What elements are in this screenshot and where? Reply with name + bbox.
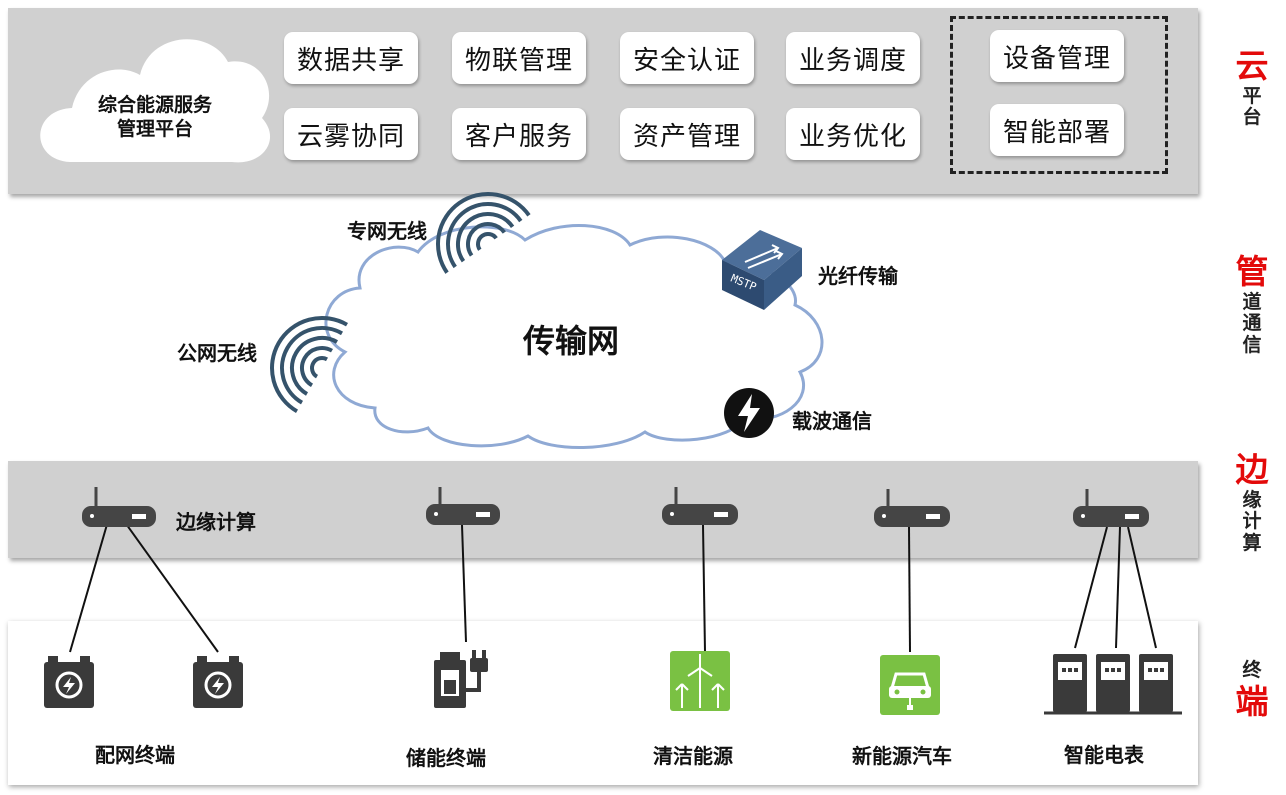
layer-pipe-char: 信 (1242, 334, 1262, 357)
service-device-management: 设备管理 (990, 30, 1124, 82)
layer-edge-label: 边 缘 计 算 (1232, 450, 1272, 555)
public-wireless-icon (270, 316, 348, 414)
terminal-storage-label: 储能终端 (406, 746, 486, 770)
meter-icon (1053, 654, 1087, 712)
router-icon (1073, 489, 1149, 527)
distribution-terminal-icon (193, 656, 243, 708)
platform-title-line2: 管理平台 (116, 117, 193, 140)
service-smart-deployment: 智能部署 (990, 104, 1124, 156)
terminal-distribution-label: 配网终端 (95, 743, 175, 767)
highlight-dashed-box (950, 16, 1168, 174)
carrier-lightning-icon (724, 388, 774, 438)
router-icon (82, 487, 156, 527)
storage-terminal-icon (434, 650, 488, 708)
carrier-label: 载波通信 (792, 409, 872, 433)
fiber-label: 光纤传输 (818, 264, 898, 288)
private-wireless-icon (436, 192, 531, 274)
private-wireless-label: 专网无线 (347, 219, 427, 243)
service-business-scheduling: 业务调度 (786, 32, 920, 84)
platform-title: 综合能源服务 管理平台 (70, 94, 240, 142)
platform-title-line1: 综合能源服务 (97, 94, 212, 116)
electric-car-icon (880, 655, 940, 715)
service-cloud-fog: 云雾协同 (284, 108, 418, 160)
service-business-optimization: 业务优化 (786, 108, 920, 160)
edge-computing-band (8, 461, 1198, 558)
layer-pipe-label: 管 道 通 信 (1232, 252, 1272, 357)
service-asset-management: 资产管理 (620, 108, 754, 160)
terminal-smart-meter-label: 智能电表 (1064, 743, 1144, 767)
layer-pipe-char: 通 (1242, 312, 1262, 335)
layer-terminal-big: 端 (1235, 681, 1269, 721)
mstp-switch-icon: MSTP (722, 230, 802, 310)
platform-cloud-shape (40, 39, 271, 163)
layer-cloud-label: 云 平 台 (1232, 46, 1272, 129)
terminal-ev-label: 新能源汽车 (852, 744, 952, 768)
layer-edge-char: 算 (1242, 532, 1262, 555)
router-icon (874, 489, 950, 527)
router-icon (426, 487, 500, 525)
connection-lines (69, 520, 1157, 653)
layer-cloud-char: 台 (1242, 106, 1262, 129)
router-icon (662, 487, 738, 525)
layer-pipe-char: 道 (1242, 290, 1262, 313)
distribution-terminal-icon (44, 656, 94, 708)
layer-edge-char: 缘 (1242, 488, 1262, 511)
wind-turbine-icon (670, 651, 730, 711)
edge-computing-label: 边缘计算 (176, 510, 256, 534)
meter-icon (1096, 654, 1130, 712)
edge-routers (82, 487, 1149, 527)
layer-edge-big: 边 (1235, 450, 1269, 489)
layer-pipe-big: 管 (1235, 252, 1269, 291)
public-wireless-label: 公网无线 (177, 341, 257, 365)
service-iot-management: 物联管理 (452, 32, 586, 84)
service-security-auth: 安全认证 (620, 32, 754, 84)
layer-cloud-big: 云 (1235, 46, 1269, 85)
layer-edge-char: 计 (1242, 510, 1262, 533)
service-customer-service: 客户服务 (452, 108, 586, 160)
smart-meter-icons (1044, 654, 1182, 715)
layer-terminal-char: 终 (1242, 659, 1262, 681)
layer-cloud-char: 平 (1242, 84, 1262, 107)
terminal-clean-energy-label: 清洁能源 (653, 744, 733, 768)
meter-icon (1139, 654, 1173, 712)
transport-network-title: 传输网 (523, 322, 620, 360)
layer-terminal-label: 终 端 (1232, 659, 1272, 721)
service-data-sharing: 数据共享 (284, 32, 418, 84)
